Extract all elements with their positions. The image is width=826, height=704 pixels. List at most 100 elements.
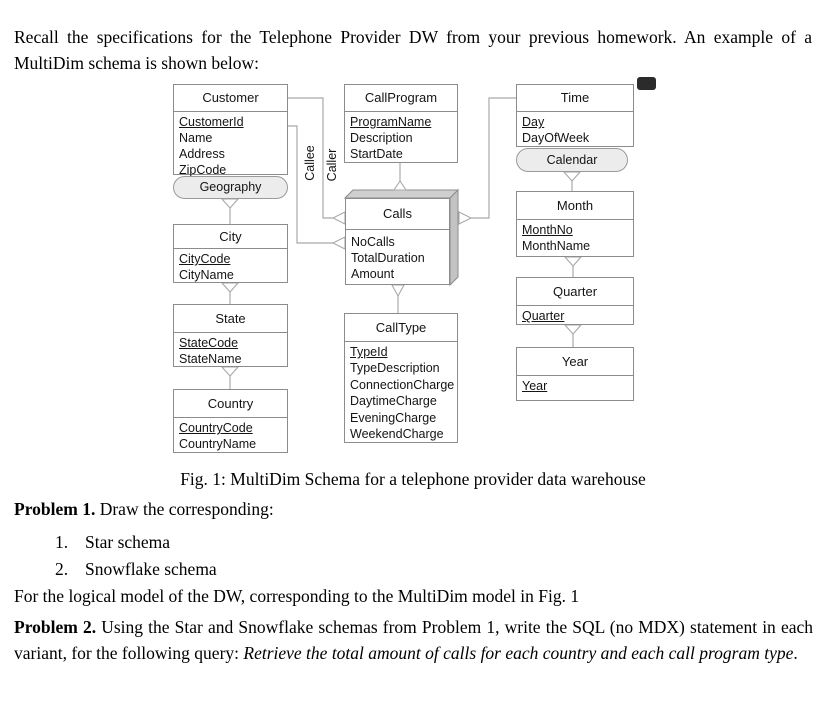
attribute: CityCode [179, 252, 231, 266]
hierarchy-oval-calendar: Calendar [516, 148, 628, 172]
entity-year: Year Year [516, 347, 634, 401]
arrow-city-icon [220, 282, 240, 293]
multidim-schema-diagram: Customer CustomerId Name Address ZipCode… [173, 77, 656, 453]
attribute-list: TypeId TypeDescription ConnectionCharge … [345, 342, 457, 442]
entity-title: Country [174, 390, 287, 418]
diagram-connectors [220, 97, 583, 389]
entity-title: Month [517, 192, 633, 220]
attribute: DaytimeCharge [350, 394, 437, 409]
attribute-list: Year [517, 376, 633, 394]
entity-title: City [174, 225, 287, 249]
problem2-paragraph: Problem 2. Using the Star and Snowflake … [14, 614, 813, 666]
arrow-calls-left-bottom-icon [331, 236, 346, 250]
measure: NoCalls [351, 235, 395, 249]
arrow-calls-bottom-icon [391, 284, 405, 298]
attribute: TypeDescription [350, 361, 440, 376]
problem2-text: Using the Star and Snowflake schemas fro… [14, 617, 813, 663]
list-number: 1. [55, 532, 69, 552]
attribute-list: Quarter [517, 306, 633, 324]
arrow-quarter-icon [563, 324, 583, 335]
attribute: CityName [179, 268, 234, 282]
list-item: 1. Star schema [55, 529, 217, 556]
problem2-label: Problem 2. [14, 617, 97, 637]
measure-list: NoCalls TotalDuration Amount [346, 230, 449, 282]
fact-title: Calls [346, 199, 449, 230]
attribute: EveningCharge [350, 410, 437, 425]
attribute: StateCode [179, 336, 239, 350]
edge-calls-time [471, 97, 516, 219]
problem2-query: Retrieve the total amount of calls for e… [243, 643, 794, 663]
entity-title: Quarter [517, 278, 633, 306]
attribute-list: MonthNo MonthName [517, 220, 633, 254]
edge-callee [288, 125, 333, 244]
intro-paragraph: Recall the specifications for the Teleph… [14, 27, 812, 73]
measure: Amount [351, 267, 395, 281]
attribute: MonthNo [522, 223, 573, 237]
attribute: Day [522, 115, 545, 129]
entity-title: Customer [174, 85, 287, 112]
entity-state: State StateCode StateName [173, 304, 288, 367]
attribute: Year [522, 379, 548, 393]
attribute-list: CityCode CityName [174, 249, 287, 283]
problem1-label: Problem 1. [14, 499, 96, 519]
attribute-list: Day DayOfWeek [517, 112, 633, 146]
attribute-list: CountryCode CountryName [174, 418, 287, 452]
list-text: Star schema [85, 532, 171, 552]
measure: TotalDuration [351, 251, 425, 265]
attribute: MonthName [522, 239, 591, 253]
attribute-list: CustomerId Name Address ZipCode [174, 112, 287, 178]
attribute-list: StateCode StateName [174, 333, 287, 367]
role-label-callee: Callee [303, 145, 317, 181]
entity-city: City CityCode CityName [173, 224, 288, 283]
list-item: 2. Snowflake schema [55, 556, 217, 583]
attribute: CountryCode [179, 421, 253, 435]
entity-title: CallProgram [345, 85, 457, 112]
attribute: DayOfWeek [522, 131, 590, 145]
problem1-text: Draw the corresponding: [95, 499, 274, 519]
attribute: StateName [179, 352, 242, 366]
entity-quarter: Quarter Quarter [516, 277, 634, 325]
arrow-geography-icon [220, 198, 240, 209]
attribute-list: ProgramName Description StartDate [345, 112, 457, 162]
attribute: ProgramName [350, 115, 432, 129]
entity-title: CallType [345, 314, 457, 342]
arrow-calendar-icon [562, 171, 582, 182]
attribute: Quarter [522, 309, 565, 323]
entity-title: Time [517, 85, 633, 112]
entity-title: State [174, 305, 287, 333]
role-label-caller: Caller [325, 148, 339, 182]
attribute: TypeId [350, 345, 388, 359]
fact-calls: Calls NoCalls TotalDuration Amount [345, 198, 450, 285]
figure-caption: Fig. 1: MultiDim Schema for a telephone … [180, 469, 646, 489]
problem1-paragraph: Problem 1. Draw the corresponding: [14, 496, 812, 522]
edge-caller [288, 97, 333, 219]
arrow-calls-left-top-icon [331, 211, 346, 225]
fan-arrowheads [220, 171, 583, 377]
attribute: ConnectionCharge [350, 377, 455, 392]
arrow-state-icon [220, 366, 240, 377]
black-marker-icon [637, 77, 656, 90]
attribute: ZipCode [179, 163, 227, 177]
attribute: Address [179, 147, 225, 161]
attribute: Name [179, 131, 213, 145]
arrow-calls-right-icon [458, 211, 473, 225]
arrow-calls-top-icon [392, 180, 408, 191]
entity-title: Year [517, 348, 633, 376]
attribute: StartDate [350, 147, 403, 161]
fact-cube-extrusion [343, 188, 460, 287]
schema-list: 1. Star schema 2. Snowflake schema [55, 529, 217, 582]
entity-customer: Customer CustomerId Name Address ZipCode [173, 84, 288, 178]
attribute: Description [350, 131, 413, 145]
list-text: Snowflake schema [85, 558, 217, 579]
attribute: WeekendCharge [350, 427, 444, 442]
logical-model-paragraph: For the logical model of the DW, corresp… [14, 586, 580, 606]
attribute: CustomerId [179, 115, 244, 129]
entity-calltype: CallType TypeId TypeDescription Connecti… [344, 313, 458, 443]
entity-country: Country CountryCode CountryName [173, 389, 288, 453]
entity-time: Time Day DayOfWeek [516, 84, 634, 147]
problem2-period: . [793, 643, 798, 663]
entity-callprogram: CallProgram ProgramName Description Star… [344, 84, 458, 163]
list-number: 2. [55, 558, 69, 579]
attribute: CountryName [179, 437, 257, 451]
